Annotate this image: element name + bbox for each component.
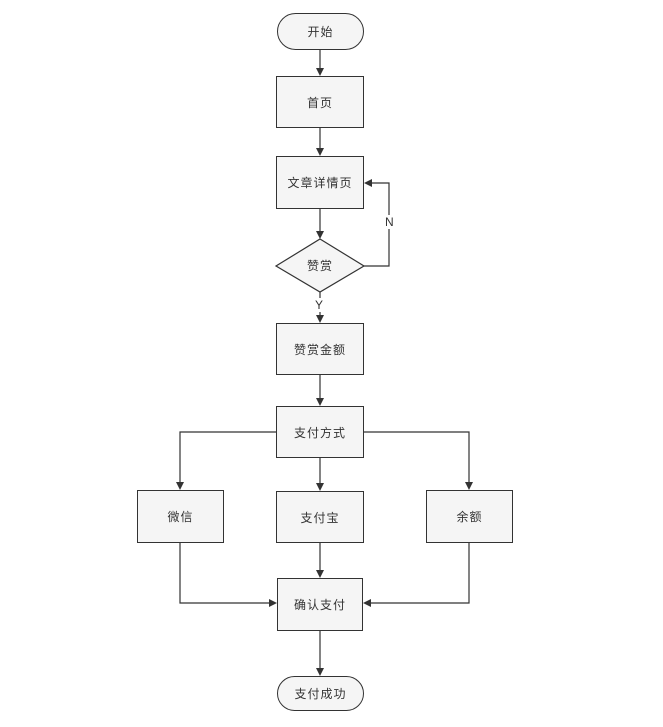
edge-label-no: N [383, 215, 396, 229]
node-wechat-label: 微信 [167, 510, 194, 524]
node-home-label: 首页 [306, 95, 333, 110]
node-balance-label: 余额 [456, 510, 483, 524]
node-payment-method: 支付方式 [276, 406, 364, 458]
node-payment-success: 支付成功 [277, 676, 364, 711]
node-payment-method-label: 支付方式 [293, 425, 346, 440]
node-article-detail: 文章详情页 [276, 156, 364, 209]
node-confirm-payment: 确认支付 [277, 578, 363, 631]
node-start: 开始 [277, 13, 364, 50]
node-article-detail-label: 文章详情页 [287, 176, 353, 190]
node-alipay-label: 支付宝 [300, 510, 340, 525]
node-reward-decision-label: 赞赏 [306, 259, 333, 273]
node-balance: 余额 [426, 490, 513, 543]
node-reward-amount-label: 赞赏金额 [293, 342, 346, 357]
node-reward-amount: 赞赏金额 [276, 323, 364, 375]
node-payment-success-label: 支付成功 [294, 687, 347, 701]
node-home: 首页 [276, 76, 364, 128]
node-start-label: 开始 [307, 25, 334, 39]
edge-label-yes: Y [313, 298, 326, 312]
node-alipay: 支付宝 [276, 491, 364, 543]
node-confirm-payment-label: 确认支付 [293, 598, 346, 612]
node-reward-decision: 赞赏 [276, 239, 364, 292]
node-wechat: 微信 [137, 490, 224, 543]
